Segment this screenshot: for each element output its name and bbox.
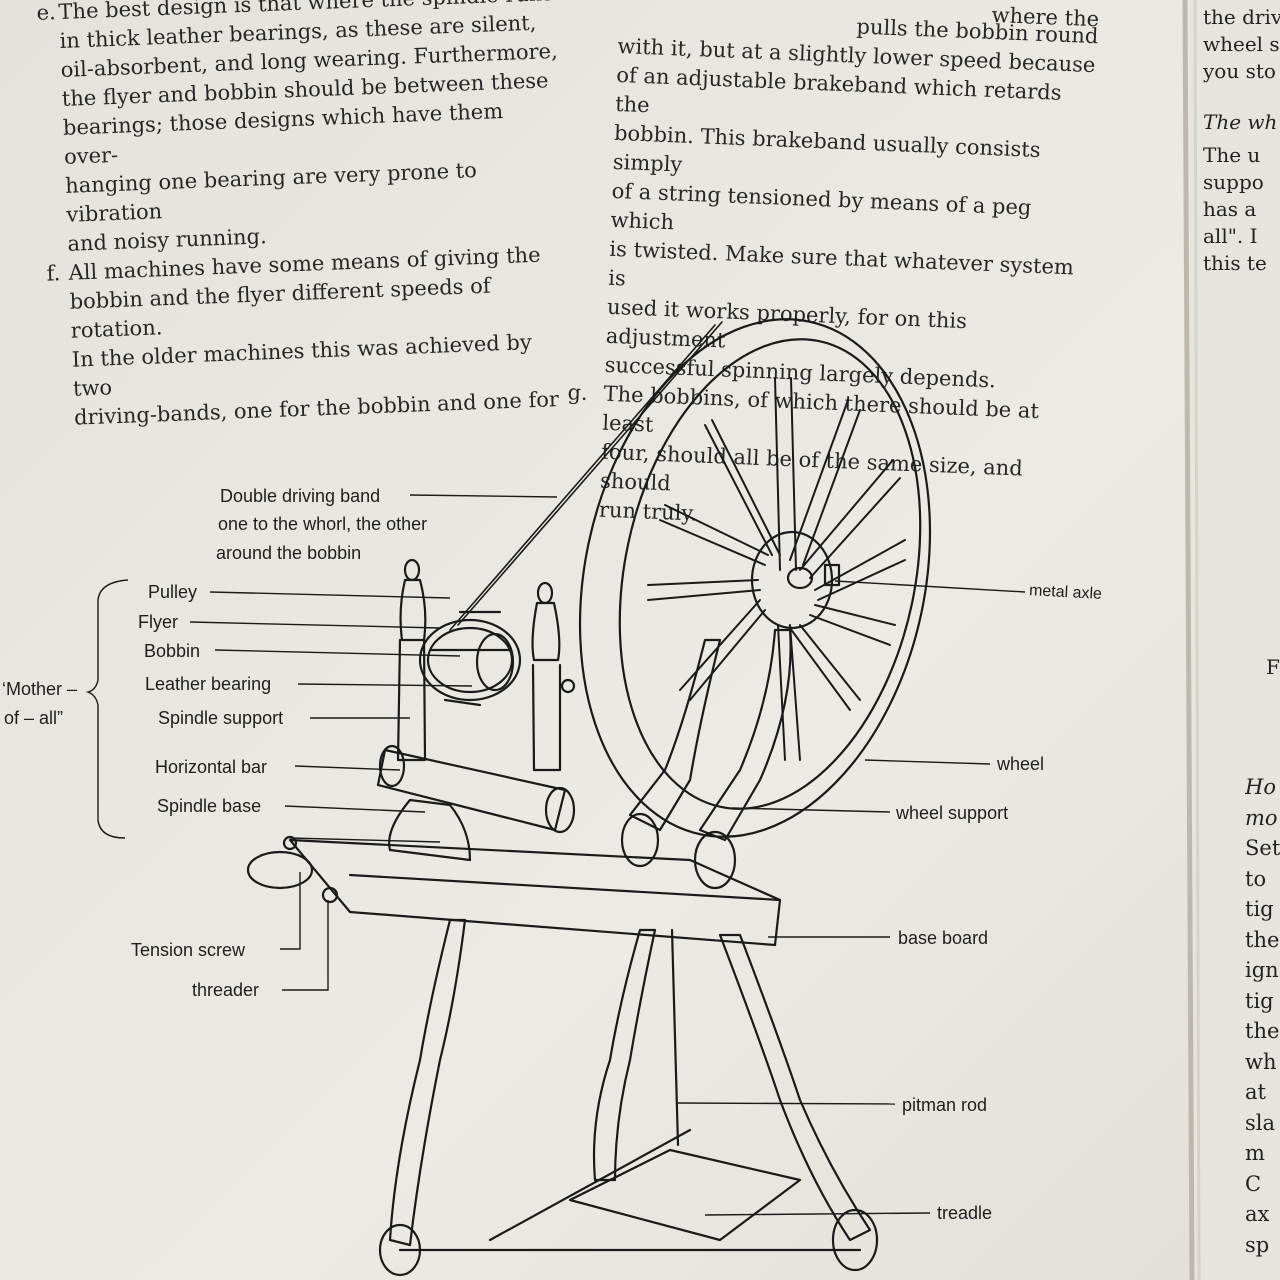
text-line: this te (1203, 251, 1267, 275)
text-line: ax (1245, 1202, 1270, 1226)
label-spindle-base: Spindle base (157, 796, 262, 816)
label-mother-of-all-line2: of – all” (4, 708, 64, 728)
text-line: wheel s (1203, 32, 1280, 56)
text-line: you sto (1203, 59, 1276, 83)
pitman-rod (670, 928, 680, 1147)
label-threader: threader (192, 980, 260, 1000)
label-leather-bearing: Leather bearing (145, 674, 272, 694)
text-line: tig (1245, 988, 1274, 1013)
treadle (378, 1128, 879, 1277)
text-line: the driv (1203, 5, 1280, 29)
text-line: sp (1245, 1232, 1270, 1257)
right-page-text-top: the driv wheel s you sto The wh The u su… (1203, 4, 1280, 277)
label-pulley: Pulley (148, 582, 198, 602)
figure-label-fragment: F (1266, 655, 1280, 679)
text-line: to (1245, 866, 1267, 891)
text-line: at (1245, 1080, 1266, 1104)
wheel-hub (750, 530, 841, 630)
page-gutter (1182, 0, 1195, 1280)
text-line: has a (1203, 197, 1257, 221)
text-line: The wh (1203, 110, 1278, 134)
text-line: Set (1245, 836, 1280, 860)
base-board (246, 835, 782, 947)
spindle-base (388, 798, 472, 862)
text-line: sla (1245, 1110, 1276, 1135)
label-double-driving-band-line1: Double driving band (220, 486, 381, 506)
label-double-driving-band-line2: one to the whorl, the other (218, 514, 428, 534)
text-line: mo (1245, 805, 1278, 830)
label-pitman-rod: pitman rod (902, 1095, 988, 1115)
right-upright (531, 581, 576, 772)
wheel-supports (620, 628, 792, 890)
text-line: suppo (1203, 170, 1264, 194)
driving-band (449, 321, 723, 631)
wheel-spokes (647, 377, 906, 761)
text-line: C (1245, 1171, 1262, 1196)
label-metal-axle: metal axle (1028, 582, 1103, 603)
left-upright (396, 558, 427, 762)
leader-lines (85, 494, 1026, 1216)
label-horizontal-bar: Horizontal bar (155, 757, 268, 777)
legs (388, 918, 872, 1247)
flyer-assembly (418, 610, 522, 707)
right-page-text-bottom: Ho mo Set to tig the ign tig the wh at s… (1245, 772, 1280, 1260)
label-double-driving-band-line3: around the bobbin (216, 543, 362, 563)
horizontal-bar (376, 744, 576, 834)
text-line: The u (1203, 143, 1261, 167)
label-spindle-support: Spindle support (158, 708, 284, 728)
wheel-rim (578, 318, 932, 838)
text-line: wh (1245, 1049, 1277, 1074)
text-line: ign (1245, 958, 1279, 982)
label-bobbin: Bobbin (144, 641, 201, 661)
label-wheel-support: wheel support (896, 803, 1009, 823)
text-line: m (1245, 1141, 1265, 1165)
text-line: tig (1245, 897, 1274, 921)
label-tension-screw: Tension screw (131, 940, 246, 960)
label-wheel: wheel (997, 754, 1045, 774)
text-line: the (1245, 1019, 1280, 1043)
label-base-board: base board (898, 928, 989, 948)
text-line: Ho (1245, 775, 1276, 799)
text-line: the (1245, 927, 1280, 952)
text-line: all". I (1203, 224, 1258, 248)
label-flyer: Flyer (138, 612, 178, 632)
label-treadle: treadle (937, 1203, 993, 1223)
label-mother-of-all-line1: ‘Mother – (2, 679, 78, 699)
right-page (1190, 0, 1280, 1280)
